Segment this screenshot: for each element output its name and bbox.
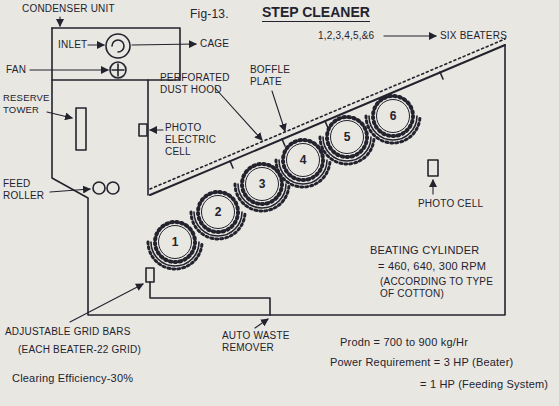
diagram-title: STEP CLEANER [262,4,370,22]
part-label: FAN [6,64,26,76]
beater-cylinder: 4 [286,143,320,177]
part-label: 1,2,3,4,5,&6 [318,30,374,42]
part-label: PERFORATED DUST HOOD [160,72,238,96]
part-label: Fig-13. [190,8,229,20]
beater-cylinder: 1 [158,225,192,259]
beater-cylinder: 5 [330,120,364,154]
callout-number: 5 [344,131,351,144]
part-label: SIX BEATERS [440,30,507,42]
part-label: BOFFLE PLATE [250,64,300,88]
part-label: INLET [58,39,87,51]
callout-number: 2 [215,206,222,219]
callout-number: 4 [300,154,307,167]
part-label: Prodn = 700 to 900 kg/Hr [340,336,468,348]
part-label: CONDENSER UNIT [22,3,115,15]
part-label: RESERVE TOWER [3,92,49,116]
part-label: ADJUSTABLE GRID BARS [5,326,131,338]
part-label: = 460, 640, 300 RPM [378,260,486,272]
callout-number: 1 [172,236,179,249]
beater-cylinder: 2 [201,195,235,229]
part-label: (ACCORDING TO TYPE OF COTTON) [380,276,498,300]
part-label: FEED ROLLER [3,178,49,202]
part-label: BEATING CYLINDER [370,244,479,256]
part-label: Clearing Efficiency-30% [12,372,133,384]
callout-number: 3 [259,178,266,191]
part-label: AUTO WASTE REMOVER [222,330,317,354]
part-label: PHOTO ELECTRIC CELL [165,122,243,158]
callout-number: 6 [390,110,397,123]
part-label: (EACH BEATER-22 GRID) [18,344,141,356]
beater-cylinder: 6 [376,99,410,133]
part-label: CAGE [200,38,229,50]
part-label: Power Requirement = 3 HP (Beater) [330,356,513,368]
part-label: PHOTO CELL [418,198,483,210]
beater-cylinder: 3 [245,167,279,201]
part-label: = 1 HP (Feeding System) [420,378,548,390]
